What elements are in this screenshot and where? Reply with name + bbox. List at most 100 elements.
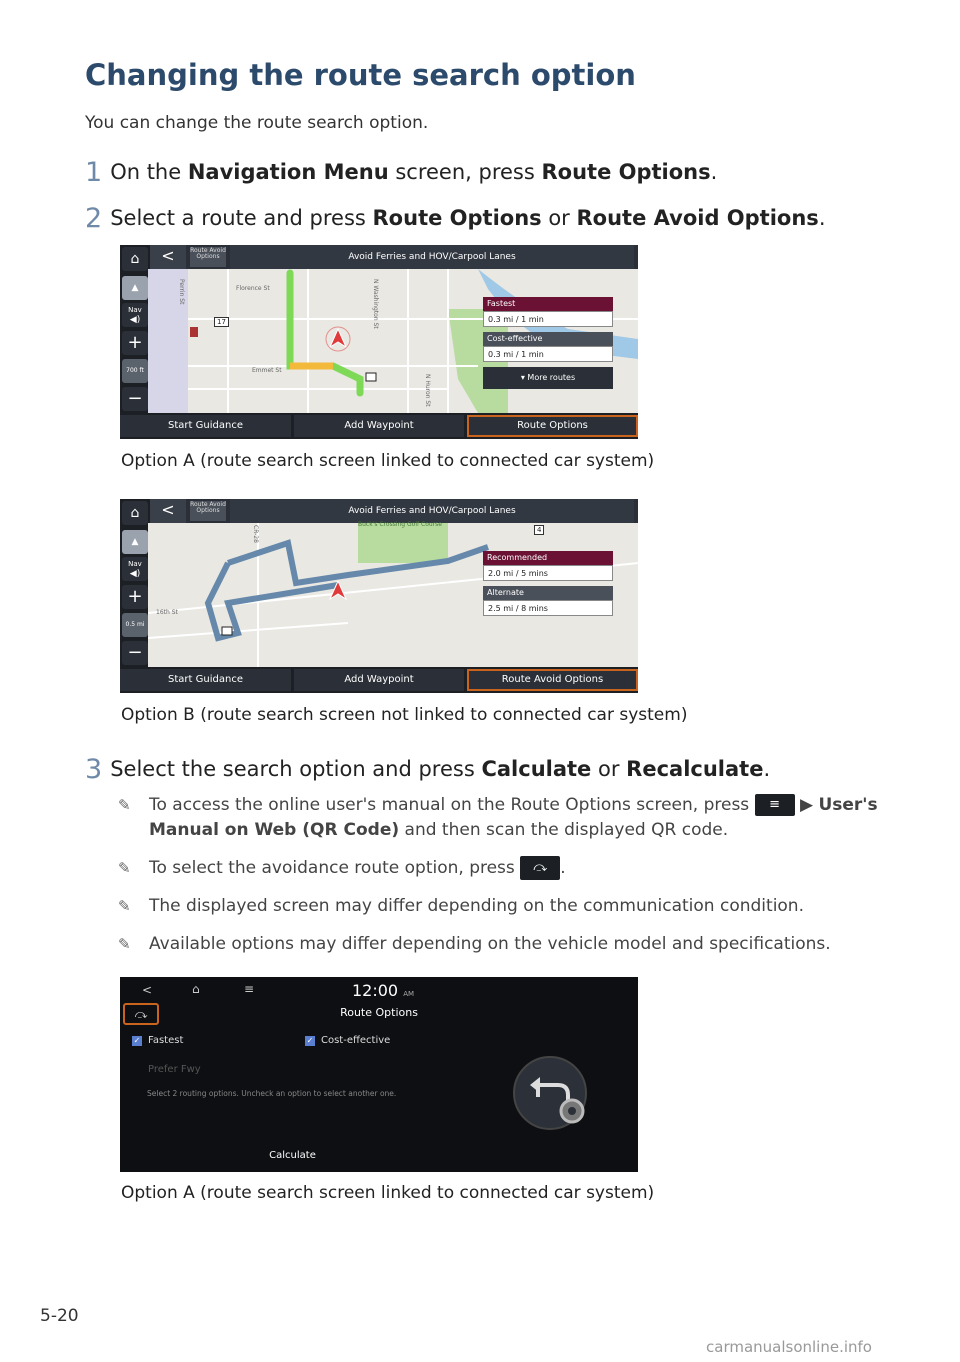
pencil-icon: ✎ xyxy=(118,935,131,953)
note-text: The displayed screen may differ dependin… xyxy=(149,896,804,916)
caption-a: Option A (route search screen linked to … xyxy=(121,451,655,471)
step-text: Select the search option and press xyxy=(110,757,482,781)
step-text: screen, press xyxy=(388,160,542,184)
page-title: Changing the route search option xyxy=(85,58,636,92)
route-avoid-options-tag[interactable]: Route Avoid Options xyxy=(190,501,226,521)
start-guidance-button[interactable]: Start Guidance xyxy=(120,415,291,437)
more-routes-button[interactable]: ▾ More routes xyxy=(483,367,613,389)
bottom-bar: Start Guidance Add Waypoint Route Avoid … xyxy=(120,667,638,693)
step-bold: Route Options xyxy=(372,206,542,230)
page-number: 5-20 xyxy=(40,1306,79,1326)
street-label: CR-28 xyxy=(252,525,259,543)
nav-volume-button[interactable]: Nav◀) xyxy=(122,303,148,327)
step-bold: Route Avoid Options xyxy=(576,206,819,230)
route-card-fastest[interactable]: Fastest 0.3 mi / 1 min xyxy=(483,297,613,327)
clock: 12:00 AM xyxy=(352,981,414,1000)
speaker-icon: ◀) xyxy=(129,315,141,325)
arrow-icon: ▶ xyxy=(799,795,814,815)
zoom-out-button[interactable]: − xyxy=(122,387,148,411)
route-shield: 17 xyxy=(214,317,229,327)
back-button[interactable]: < xyxy=(142,983,153,997)
step-bold: Route Options xyxy=(541,160,711,184)
route-avoid-options-tag[interactable]: Route Avoid Options xyxy=(190,247,226,267)
compass-icon[interactable]: ▲ xyxy=(122,530,148,554)
bottom-bar: Start Guidance Add Waypoint Route Option… xyxy=(120,413,638,439)
route-avoid-options-button[interactable]: Route Avoid Options xyxy=(467,669,638,691)
avoid-route-icon: ⤼ xyxy=(134,1007,148,1021)
checkbox-checked-icon: ✓ xyxy=(132,1036,142,1046)
note-4: ✎ Available options may differ depending… xyxy=(118,932,878,957)
route-name: Alternate xyxy=(483,586,613,600)
start-guidance-button[interactable]: Start Guidance xyxy=(120,669,291,691)
step-number: 1 xyxy=(85,157,103,188)
avoid-route-icon: ⤼ xyxy=(520,856,561,880)
menu-button[interactable]: ≡ xyxy=(244,982,255,996)
route-shield: 4 xyxy=(534,525,545,535)
screen-title: Route Options xyxy=(340,1006,418,1019)
step-number: 3 xyxy=(85,754,103,785)
pencil-icon: ✎ xyxy=(118,796,131,814)
note-text-part: and then scan the displayed QR code. xyxy=(399,820,729,840)
street-label: Emmet St xyxy=(252,367,282,374)
screen-c: < ⌂ ≡ 12:00 AM Route Options ⤼ ✓Fastest … xyxy=(120,977,638,1172)
home-button[interactable]: ⌂ xyxy=(192,982,200,996)
nav-volume-button[interactable]: Nav◀) xyxy=(122,557,148,581)
step-bold: Calculate xyxy=(481,757,592,781)
route-value: 2.5 mi / 8 mins xyxy=(483,600,613,616)
pencil-icon: ✎ xyxy=(118,859,131,877)
watermark: carmanualsonline.info xyxy=(706,1338,872,1356)
route-name: Fastest xyxy=(483,297,613,311)
step-text: or xyxy=(541,206,577,230)
route-value: 0.3 mi / 1 min xyxy=(483,311,613,327)
screen-b: ⌂ ▲ Nav◀) + 0.5 mi − < Route Avoid Optio… xyxy=(120,499,638,693)
street-label: N Washington St xyxy=(372,279,379,329)
scale-label: 0.5 mi xyxy=(122,613,148,637)
map[interactable]: Florence St Perrin St N Washington St Em… xyxy=(148,269,638,413)
route-card-cost-effective[interactable]: Cost-effective 0.3 mi / 1 min xyxy=(483,332,613,362)
avoid-title: Avoid Ferries and HOV/Carpool Lanes xyxy=(230,245,634,269)
street-label: Perrin St xyxy=(178,279,185,305)
route-card-alternate[interactable]: Alternate 2.5 mi / 8 mins xyxy=(483,586,613,616)
route-options-illustration-icon xyxy=(513,1056,587,1130)
option-cost-effective[interactable]: ✓Cost-effective xyxy=(305,1035,390,1046)
compass-icon[interactable]: ▲ xyxy=(122,276,148,300)
add-waypoint-button[interactable]: Add Waypoint xyxy=(294,415,464,437)
note-3: ✎ The displayed screen may differ depend… xyxy=(118,894,878,919)
avoid-title: Avoid Ferries and HOV/Carpool Lanes xyxy=(230,499,634,523)
back-button[interactable]: < xyxy=(150,499,186,523)
step-text: or xyxy=(591,757,627,781)
speaker-icon: ◀) xyxy=(129,569,141,579)
map[interactable]: Buck's Crossing Golf Course CR-28 16th S… xyxy=(148,521,638,667)
calculate-button[interactable]: Calculate xyxy=(269,1150,316,1161)
nav-label: Nav xyxy=(128,306,142,314)
home-button[interactable]: ⌂ xyxy=(122,247,148,271)
nav-label: Nav xyxy=(128,560,142,568)
note-text-part: To access the online user's manual on th… xyxy=(149,795,755,815)
street-label: Buck's Crossing Golf Course xyxy=(358,521,442,528)
step-bold: Recalculate xyxy=(626,757,764,781)
back-button[interactable]: < xyxy=(150,245,186,269)
step-text: On the xyxy=(110,160,188,184)
note-text: Available options may differ depending o… xyxy=(149,934,831,954)
route-card-recommended[interactable]: Recommended 2.0 mi / 5 mins xyxy=(483,551,613,581)
intro-text: You can change the route search option. xyxy=(85,113,429,133)
home-button[interactable]: ⌂ xyxy=(122,501,148,525)
option-fastest[interactable]: ✓Fastest xyxy=(132,1035,183,1046)
note-text: To access the online user's manual on th… xyxy=(149,793,878,843)
zoom-in-button[interactable]: + xyxy=(122,331,148,355)
scale-label: 700 ft xyxy=(122,359,148,383)
route-name: Recommended xyxy=(483,551,613,565)
option-prefer-fwy[interactable]: Prefer Fwy xyxy=(148,1064,201,1075)
zoom-out-button[interactable]: − xyxy=(122,641,148,665)
zoom-in-button[interactable]: + xyxy=(122,585,148,609)
avoid-route-button[interactable]: ⤼ xyxy=(123,1003,159,1025)
add-waypoint-button[interactable]: Add Waypoint xyxy=(294,669,464,691)
step-3: 3 Select the search option and press Calc… xyxy=(85,752,770,785)
option-label: Cost-effective xyxy=(321,1035,391,1046)
step-number: 2 xyxy=(85,203,103,234)
caption-b: Option B (route search screen not linked… xyxy=(121,705,688,725)
street-label: Florence St xyxy=(236,285,270,292)
route-options-button[interactable]: Route Options xyxy=(467,415,638,437)
menu-icon: ≡ xyxy=(754,794,795,816)
